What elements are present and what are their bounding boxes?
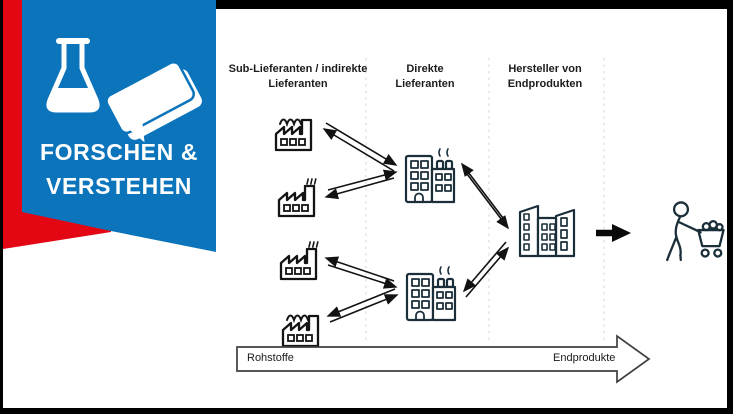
manufacturer-city-icon xyxy=(518,204,576,258)
factory-icon-4 xyxy=(281,314,320,348)
brand-badge xyxy=(3,0,216,252)
column-header-direct-suppliers: Direkte Lieferanten xyxy=(369,62,481,92)
flow-label-rohstoffe: Rohstoffe xyxy=(247,352,294,364)
badge-title-line2: VERSTEHEN xyxy=(46,173,192,199)
badge-title-line1: FORSCHEN & xyxy=(39,139,199,165)
consumer-cart-icon xyxy=(666,201,725,262)
column-header-line1: Direkte xyxy=(406,63,444,75)
exchange-arrows-bottom xyxy=(324,256,399,323)
exchange-arrows-to-manufacturer xyxy=(461,162,510,298)
office-building-icon-2 xyxy=(405,265,457,322)
to-consumer-arrow xyxy=(596,224,631,242)
flow-label-endprodukte: Endprodukte xyxy=(553,352,616,364)
factory-icon-1 xyxy=(274,118,313,152)
column-header-line2: Lieferanten xyxy=(268,78,328,90)
exchange-arrows-top xyxy=(322,122,398,200)
book-icon xyxy=(105,60,202,143)
column-header-sub-suppliers: Sub-Lieferanten / indirekte Lieferanten xyxy=(218,62,378,92)
flask-icon xyxy=(46,38,100,113)
column-header-line1: Sub-Lieferanten / indirekte xyxy=(228,63,368,75)
column-header-line1: Hersteller von xyxy=(508,63,582,75)
factory-icon-2 xyxy=(277,178,317,218)
column-header-manufacturer: Hersteller von Endprodukten xyxy=(489,62,601,92)
office-building-icon-1 xyxy=(404,147,456,204)
column-separator-dashed-lines xyxy=(365,58,605,344)
factory-icon-3 xyxy=(279,241,319,281)
column-header-line2: Lieferanten xyxy=(395,78,455,90)
column-header-line2: Endprodukten xyxy=(507,78,583,90)
flow-axis-arrow xyxy=(236,334,651,384)
